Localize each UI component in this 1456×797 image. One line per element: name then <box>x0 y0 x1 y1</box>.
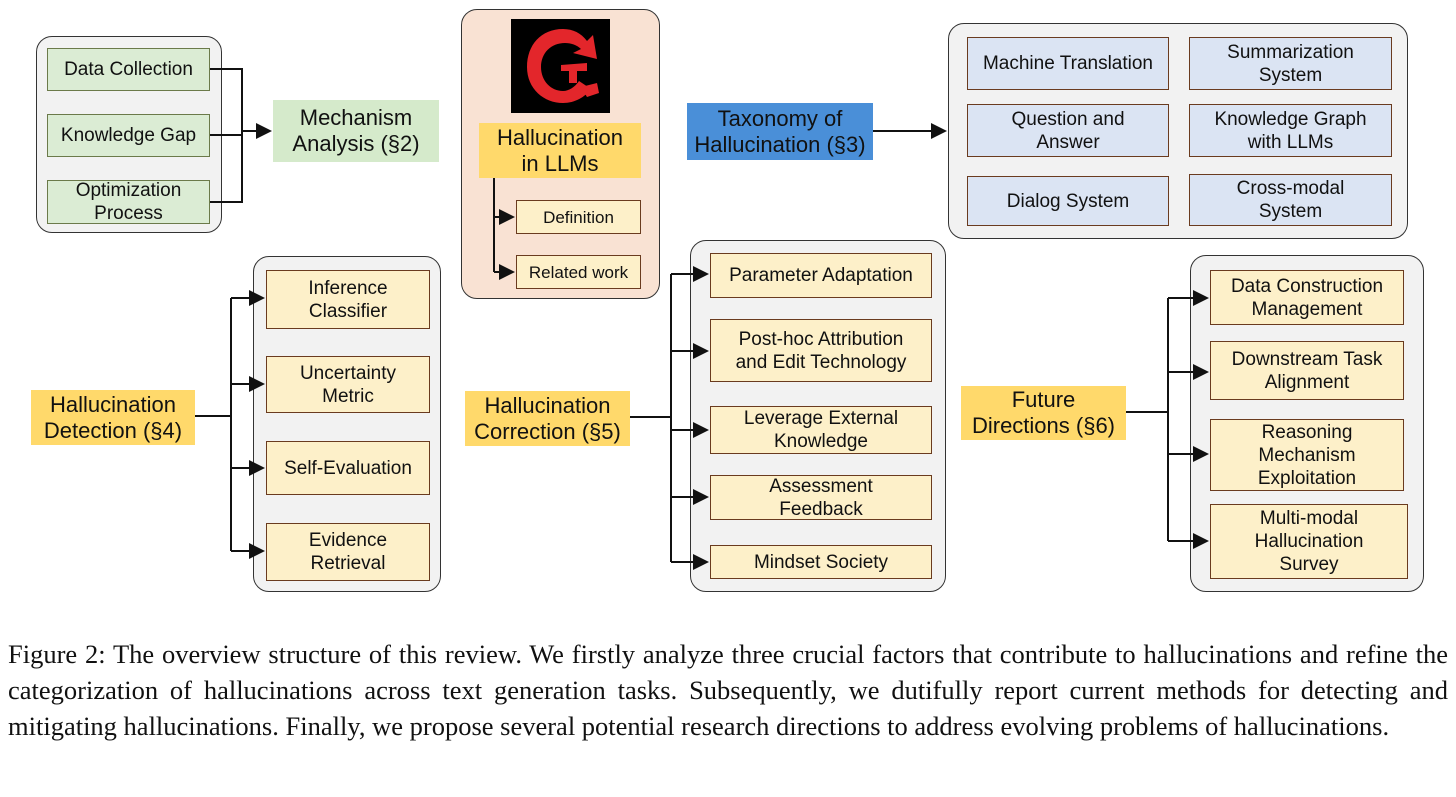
definition-node: Definition <box>516 200 641 234</box>
detection-uncertainty-metric: Uncertainty Metric <box>266 356 430 413</box>
task-summarization-system: Summarization System <box>1189 37 1392 90</box>
factor-data-collection: Data Collection <box>47 48 210 91</box>
detection-self-evaluation: Self-Evaluation <box>266 441 430 495</box>
connector-lines <box>195 68 1209 570</box>
task-machine-translation: Machine Translation <box>967 37 1169 90</box>
task-dialog-system: Dialog System <box>967 176 1169 226</box>
task-question-answer: Question and Answer <box>967 104 1169 157</box>
detection-inference-classifier: Inference Classifier <box>266 270 430 329</box>
factor-optimization-process: Optimization Process <box>47 180 210 224</box>
mechanism-analysis-node: Mechanism Analysis (§2) <box>273 100 439 162</box>
correction-post-hoc-attribution: Post-hoc Attribution and Edit Technology <box>710 319 932 382</box>
future-downstream-alignment: Downstream Task Alignment <box>1210 341 1404 400</box>
future-directions-node: Future Directions (§6) <box>961 386 1126 440</box>
task-knowledge-graph: Knowledge Graph with LLMs <box>1189 104 1392 157</box>
dolphin-logo-icon <box>511 19 610 113</box>
correction-assessment-feedback: Assessment Feedback <box>710 475 932 520</box>
correction-leverage-external-knowledge: Leverage External Knowledge <box>710 406 932 454</box>
future-data-construction: Data Construction Management <box>1210 270 1404 325</box>
figure-caption: Figure 2: The overview structure of this… <box>8 639 1448 741</box>
hallucination-in-llms-node: Hallucination in LLMs <box>479 123 641 178</box>
factor-knowledge-gap: Knowledge Gap <box>47 114 210 157</box>
future-multimodal-survey: Multi-modal Hallucination Survey <box>1210 504 1408 579</box>
taxonomy-node: Taxonomy of Hallucination (§3) <box>687 103 873 160</box>
correction-parameter-adaptation: Parameter Adaptation <box>710 253 932 298</box>
task-cross-modal-system: Cross-modal System <box>1189 174 1392 226</box>
future-reasoning-mechanism: Reasoning Mechanism Exploitation <box>1210 419 1404 491</box>
correction-mindset-society: Mindset Society <box>710 545 932 579</box>
related-work-node: Related work <box>516 255 641 289</box>
hallucination-detection-node: Hallucination Detection (§4) <box>31 390 195 445</box>
hallucination-correction-node: Hallucination Correction (§5) <box>465 391 630 446</box>
detection-evidence-retrieval: Evidence Retrieval <box>266 523 430 581</box>
